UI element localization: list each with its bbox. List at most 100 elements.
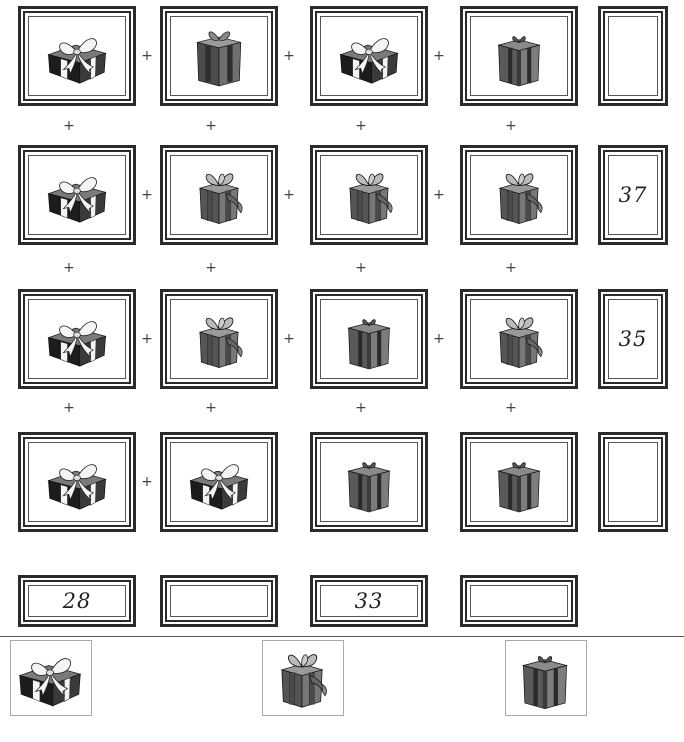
white-bow-gift-icon: [11, 641, 89, 713]
plus-sign-vertical: +: [204, 401, 218, 415]
plain-gift-icon: [335, 448, 403, 516]
grid-cell-r4-c4: [460, 432, 578, 532]
plus-sign-vertical: +: [504, 261, 518, 275]
ribbon-gift-icon: [263, 641, 341, 713]
plus-sign: +: [432, 49, 446, 63]
cell-content: [170, 16, 268, 96]
cell-frame: [465, 11, 573, 101]
grid-cell-r1-c3: [310, 6, 428, 106]
legend-item-1: [10, 640, 92, 716]
cell-frame: [465, 580, 573, 622]
cell-frame: [315, 150, 423, 240]
cell-content: [28, 442, 126, 522]
cell-content: 28: [28, 585, 126, 617]
cell-content: [470, 16, 568, 96]
ribbon-gift-icon: [185, 161, 253, 229]
grid-cell-r2-c4: [460, 145, 578, 245]
cell-frame: [465, 150, 573, 240]
cell-frame: [23, 437, 131, 527]
ribbon-gift-icon: [485, 305, 553, 373]
ribbon-gift-icon: [485, 161, 553, 229]
row-sum-box-3: 35: [598, 289, 668, 389]
column-sum-value: 33: [355, 589, 384, 613]
grid-cell-r1-c1: [18, 6, 136, 106]
white-bow-gift-icon: [43, 161, 111, 229]
grid-cell-r1-c4: [460, 6, 578, 106]
cell-content: [28, 16, 126, 96]
cell-frame: [165, 294, 273, 384]
grid-cell-r3-c3: [310, 289, 428, 389]
white-bow-gift-icon: [43, 448, 111, 516]
plus-sign: +: [282, 188, 296, 202]
grid-cell-r4-c2: [160, 432, 278, 532]
cell-frame: [315, 11, 423, 101]
cell-content: [470, 442, 568, 522]
row-sum-box-4: [598, 432, 668, 532]
column-sum-box-3: 33: [310, 575, 428, 627]
plus-sign-vertical: +: [204, 119, 218, 133]
cell-frame: [165, 580, 273, 622]
cell-content: [170, 585, 268, 617]
cell-content: [320, 155, 418, 235]
cell-content: [320, 299, 418, 379]
plus-sign-vertical: +: [354, 401, 368, 415]
plus-sign: +: [140, 188, 154, 202]
separator-line: [0, 636, 684, 637]
legend-item-3: [505, 640, 587, 716]
cell-content: [170, 442, 268, 522]
row-sum-box-1: [598, 6, 668, 106]
cell-content: [470, 155, 568, 235]
row-sum-value: 35: [619, 327, 648, 351]
cell-content: [608, 16, 658, 96]
cell-content: [170, 155, 268, 235]
cell-content: [320, 442, 418, 522]
cell-frame: [23, 11, 131, 101]
cell-content: [28, 155, 126, 235]
column-sum-box-2: [160, 575, 278, 627]
grid-cell-r2-c3: [310, 145, 428, 245]
cell-frame: [23, 294, 131, 384]
grid-cell-r2-c2: [160, 145, 278, 245]
cell-content: 37: [608, 155, 658, 235]
plus-sign: +: [282, 49, 296, 63]
cell-frame: [465, 437, 573, 527]
grid-cell-r3-c1: [18, 289, 136, 389]
plus-sign: +: [432, 188, 446, 202]
grid-cell-r3-c4: [460, 289, 578, 389]
cell-frame: 35: [603, 294, 663, 384]
plus-sign-vertical: +: [62, 401, 76, 415]
grid-cell-r1-c2: [160, 6, 278, 106]
cell-content: 35: [608, 299, 658, 379]
plus-sign-vertical: +: [204, 261, 218, 275]
plus-sign: +: [282, 332, 296, 346]
ribbon-gift-icon: [335, 161, 403, 229]
white-bow-gift-icon: [335, 22, 403, 90]
plus-sign: +: [140, 49, 154, 63]
cell-frame: [23, 150, 131, 240]
cell-content: 33: [320, 585, 418, 617]
cell-frame: [603, 437, 663, 527]
plain-gift-icon: [335, 305, 403, 373]
cell-frame: 28: [23, 580, 131, 622]
cell-frame: [315, 437, 423, 527]
cell-frame: 37: [603, 150, 663, 240]
cell-frame: [165, 11, 273, 101]
white-bow-gift-icon: [185, 448, 253, 516]
tall-gift-icon: [185, 22, 253, 90]
plus-sign-vertical: +: [504, 119, 518, 133]
row-sum-value: 37: [619, 183, 648, 207]
plus-sign: +: [432, 332, 446, 346]
cell-frame: [603, 11, 663, 101]
cell-content: [320, 16, 418, 96]
plain-gift-icon: [485, 448, 553, 516]
cell-frame: [465, 294, 573, 384]
plain-gift-icon: [506, 641, 584, 713]
grid-cell-r4-c3: [310, 432, 428, 532]
plus-sign: +: [140, 475, 154, 489]
cell-content: [170, 299, 268, 379]
column-sum-box-1: 28: [18, 575, 136, 627]
white-bow-gift-icon: [43, 305, 111, 373]
white-bow-gift-icon: [43, 22, 111, 90]
grid-cell-r2-c1: [18, 145, 136, 245]
